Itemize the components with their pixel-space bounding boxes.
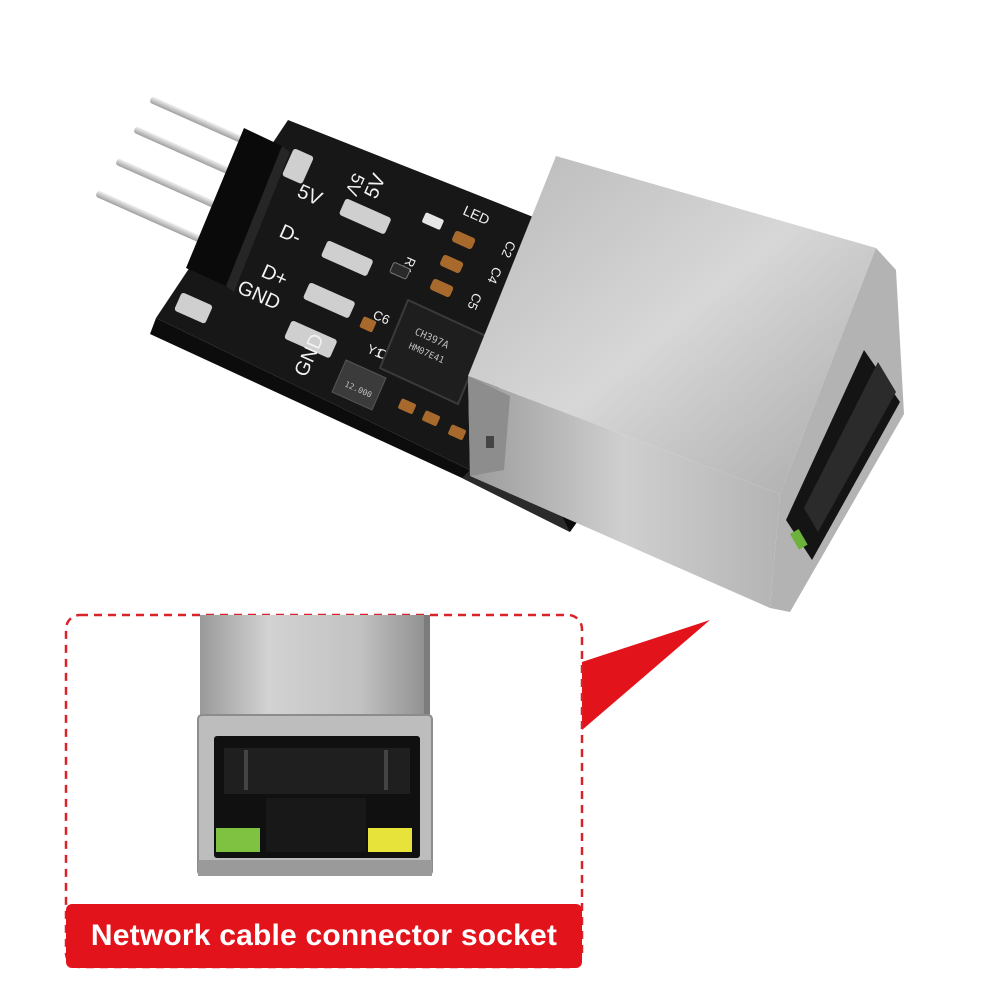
cap-label: C2 (498, 239, 518, 260)
chip: CH397A HM07E41 (378, 298, 488, 406)
zoomed-connector (197, 615, 433, 876)
resistor (389, 262, 411, 280)
pin-header-body (186, 128, 282, 286)
pin (134, 126, 247, 182)
yellow-led-icon (368, 828, 412, 852)
callout-pointer (582, 620, 710, 730)
solder-pads (174, 148, 391, 358)
capacitor (359, 316, 377, 333)
cap-label: C4 (484, 265, 504, 286)
capacitor (448, 424, 466, 440)
header-pins (96, 96, 290, 292)
zoom-metal-top (200, 615, 428, 717)
rj45-connector (468, 156, 904, 612)
pin (116, 158, 229, 214)
caption-text: Network cable connector socket (90, 919, 558, 952)
connector-side (468, 376, 780, 608)
capacitor (430, 278, 454, 297)
crystal: 12.000 (331, 359, 387, 411)
pin (96, 190, 209, 246)
pin (150, 96, 263, 152)
capacitor (440, 254, 464, 273)
components: CH397A HM07E41 12.000 (331, 212, 488, 440)
crystal-label: Y1 (365, 341, 386, 361)
capacitor (452, 230, 476, 249)
capacitor (398, 398, 416, 414)
caption-banner: Network cable connector socket (66, 904, 582, 968)
connector-top (468, 156, 876, 494)
green-led-icon (216, 828, 260, 852)
led (422, 212, 444, 230)
capacitor (422, 410, 440, 426)
cap-label: C5 (464, 291, 484, 312)
